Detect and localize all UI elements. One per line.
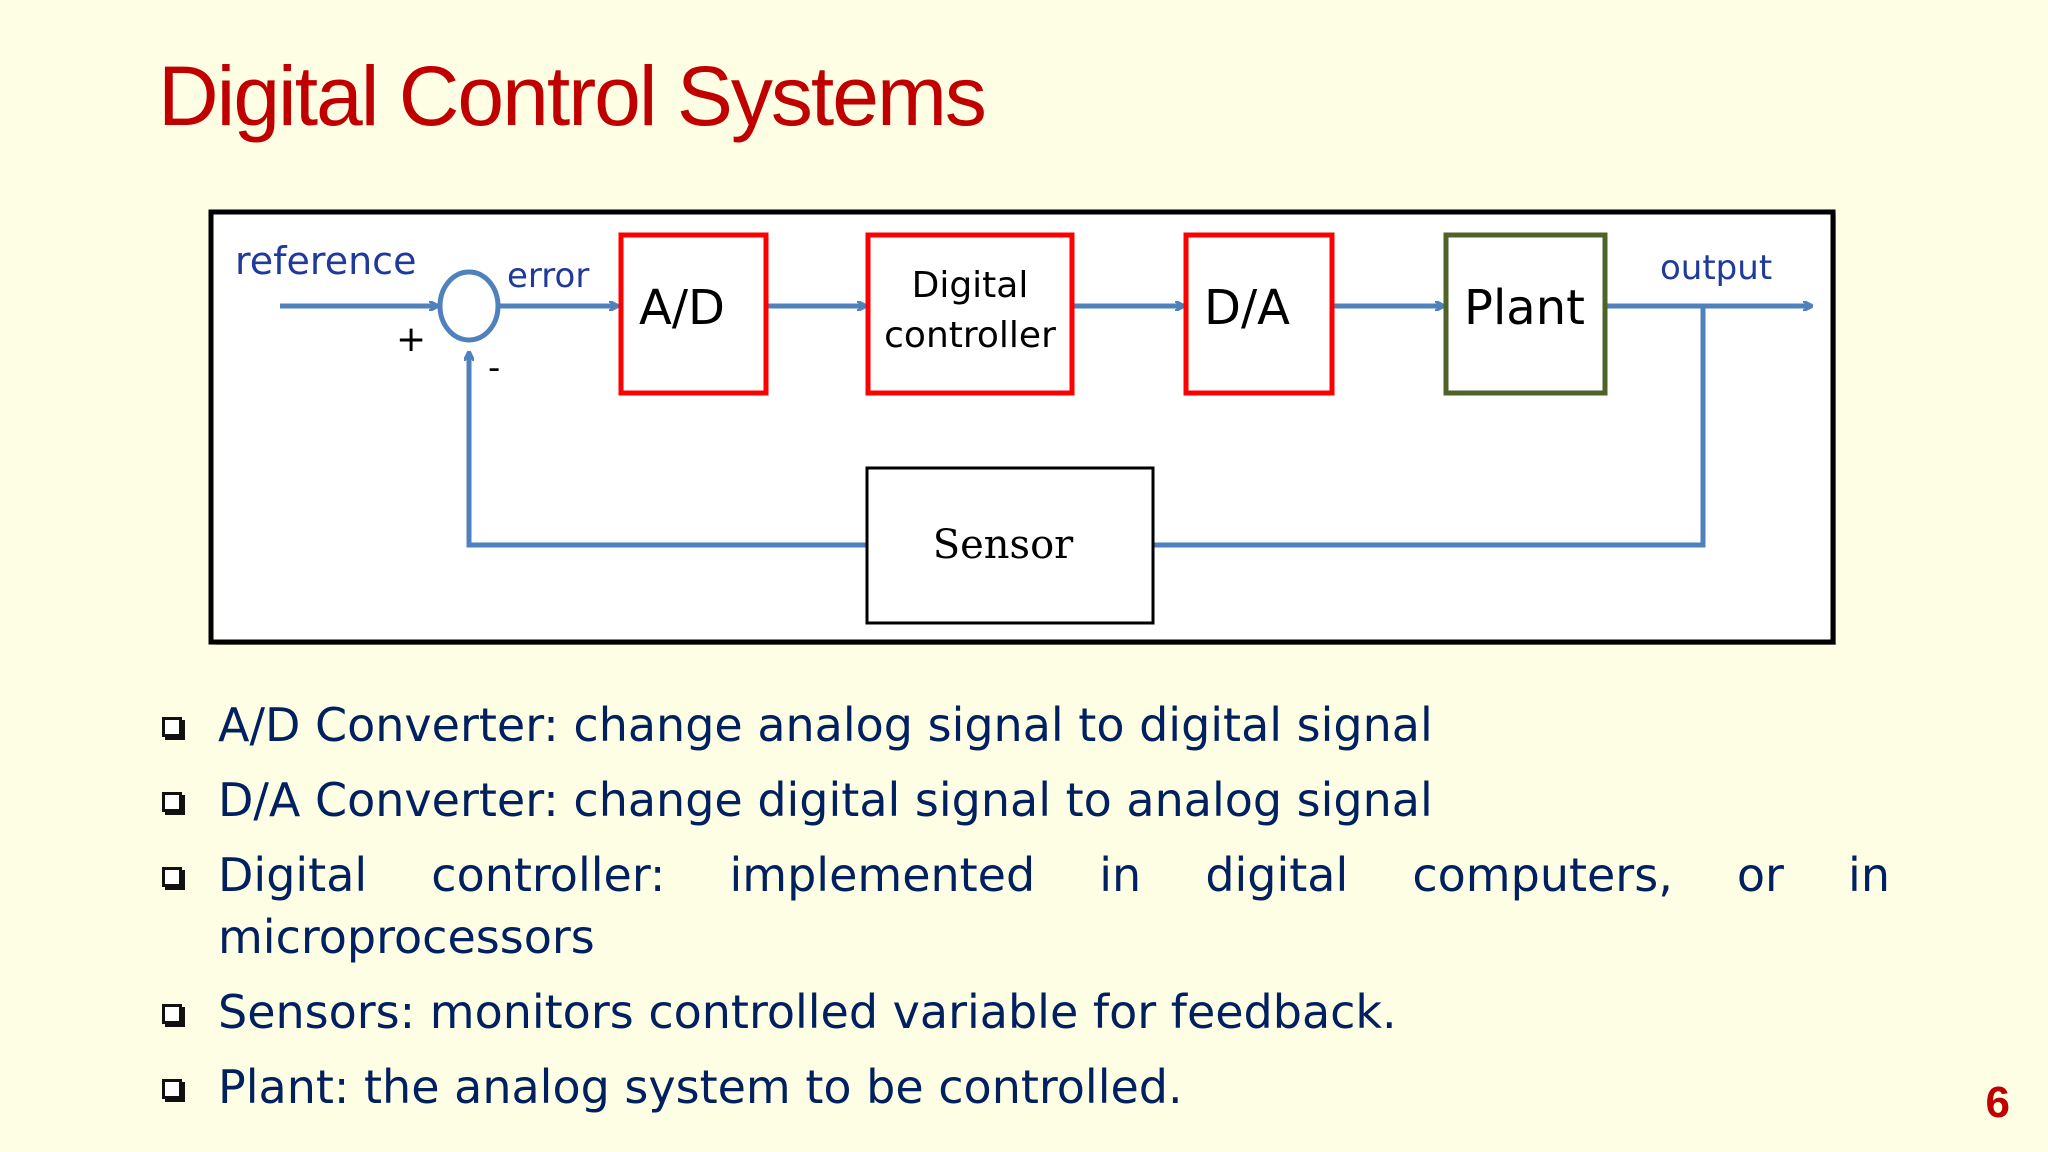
block-diagram: reference error + - output A/D Digital c… [208,209,1836,645]
checkbox-bullet-icon [162,792,182,812]
bullet-text: Digital controller: implemented in digit… [218,848,1890,964]
bullet-item-da: D/A Converter: change digital signal to … [158,769,1890,831]
minus-sign: - [488,348,500,388]
controller-label-line1: Digital [912,265,1029,306]
checkbox-bullet-icon [162,1079,182,1099]
da-converter-block [1183,232,1335,396]
digital-controller-block [865,232,1075,396]
output-label: output [1660,248,1772,288]
ad-block-label: A/D [639,280,725,336]
bullet-text: A/D Converter: change analog signal to d… [218,698,1433,752]
feedback-line-left [469,352,868,548]
bullet-item-ad: A/D Converter: change analog signal to d… [158,694,1890,756]
checkbox-bullet-icon [162,717,182,737]
sensor-block-label: Sensor [933,522,1074,568]
ad-converter-block [618,232,769,396]
page-number: 6 [1985,1078,2010,1127]
reference-label: reference [235,239,416,283]
error-label: error [507,256,589,296]
plus-sign: + [396,319,426,360]
bullet-item-sensors: Sensors: monitors controlled variable fo… [158,981,1890,1043]
bullet-text: Sensors: monitors controlled variable fo… [218,985,1397,1039]
summing-junction [437,269,501,343]
controller-label-line2: controller [884,315,1056,356]
checkbox-bullet-icon [162,867,182,887]
da-block-label: D/A [1204,280,1290,336]
sensor-block [865,466,1155,625]
bullet-list: A/D Converter: change analog signal to d… [158,694,1890,1131]
feedback-line-right [1153,306,1706,548]
plant-block-label: Plant [1464,280,1585,336]
signal-lines [280,306,1812,548]
bullet-text: Plant: the analog system to be controlle… [218,1060,1183,1114]
slide-title: Digital Control Systems [158,49,987,143]
bullet-item-controller: Digital controller: implemented in digit… [158,844,1890,968]
plant-block [1443,232,1608,396]
checkbox-bullet-icon [162,1004,182,1024]
bullet-text: D/A Converter: change digital signal to … [218,773,1433,827]
bullet-item-plant: Plant: the analog system to be controlle… [158,1056,1890,1118]
